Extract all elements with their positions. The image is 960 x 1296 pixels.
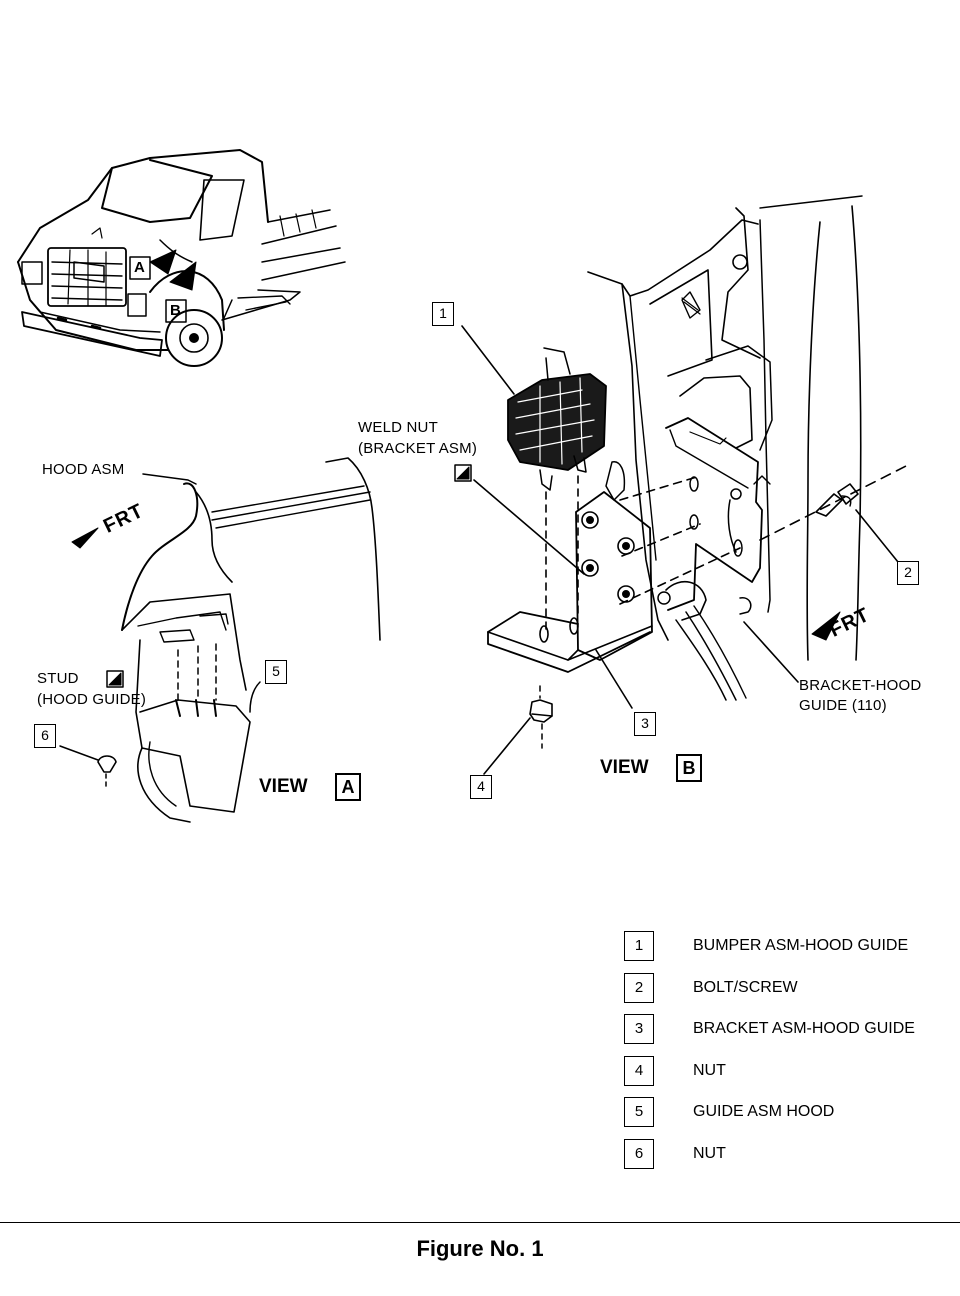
callout-3: 3 <box>634 712 656 736</box>
overview-callout-a-box <box>129 256 151 280</box>
legend-text: NUT <box>693 1062 726 1079</box>
legend-text: GUIDE ASM HOOD <box>693 1103 835 1120</box>
overview-callout-b-box <box>165 299 187 323</box>
legend-number: 3 <box>624 1014 654 1044</box>
view-b-letter: B <box>676 754 702 782</box>
weld-nut-symbol-box <box>454 464 472 482</box>
stud-symbol-box <box>106 670 124 688</box>
callout-1: 1 <box>432 302 454 326</box>
legend-number: 6 <box>624 1139 654 1169</box>
stud-symbol <box>108 672 122 686</box>
overview-callout-b: B <box>170 302 182 319</box>
weld-nut-symbol <box>456 466 470 480</box>
view-a-letter: A <box>335 773 361 801</box>
legend-text: NUT <box>693 1145 726 1162</box>
stud-label: STUD <box>37 670 79 687</box>
footer-rule <box>0 1222 960 1223</box>
weld-nut-sub-label: (BRACKET ASM) <box>358 440 478 457</box>
bracket-hood-guide-sub-label: GUIDE (110) <box>799 697 887 714</box>
weld-nut-label: WELD NUT <box>358 419 438 436</box>
view-a-word: VIEW <box>259 776 308 797</box>
legend-number: 1 <box>624 931 654 961</box>
legend-number: 4 <box>624 1056 654 1086</box>
figure-caption: Figure No. 1 <box>416 1236 544 1261</box>
legend-text: BRACKET ASM-HOOD GUIDE <box>693 1020 915 1037</box>
overview-callout-a: A <box>134 259 146 276</box>
callout-2: 2 <box>897 561 919 585</box>
view-a-illustration <box>59 457 381 823</box>
view-b-illustration <box>461 195 911 775</box>
stud-sub-label: (HOOD GUIDE) <box>37 691 147 708</box>
callout-5: 5 <box>265 660 287 684</box>
legend-text: BOLT/SCREW <box>693 979 798 996</box>
callout-4: 4 <box>470 775 492 799</box>
legend-number: 2 <box>624 973 654 1003</box>
bracket-hood-guide-label: BRACKET-HOOD <box>799 677 922 694</box>
legend-number: 5 <box>624 1097 654 1127</box>
truck-illustration <box>17 149 346 367</box>
view-b-word: VIEW <box>600 757 649 778</box>
callout-6: 6 <box>34 724 56 748</box>
legend-text: BUMPER ASM-HOOD GUIDE <box>693 937 909 954</box>
hood-asm-label: HOOD ASM <box>42 461 125 478</box>
